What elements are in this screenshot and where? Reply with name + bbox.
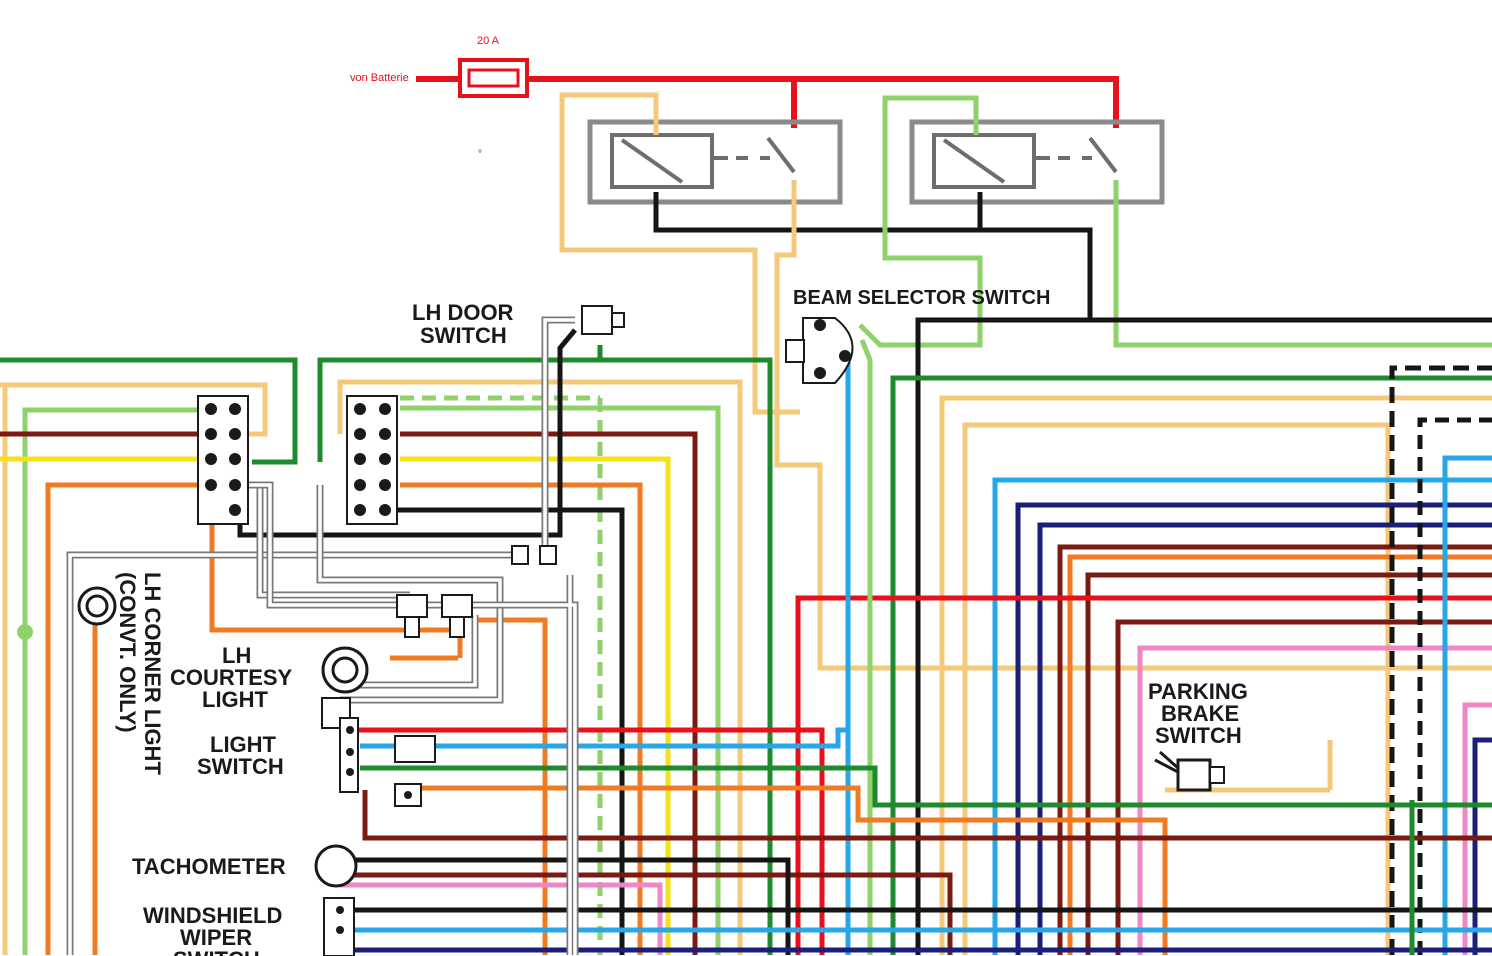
added-relay-circuit: 20 A von Batterie ° bbox=[350, 35, 1492, 671]
lh-courtesy-light-label-2: COURTESY bbox=[170, 665, 293, 690]
battery-source-label: von Batterie bbox=[350, 72, 409, 84]
beam-selector-switch: BEAM SELECTOR SWITCH bbox=[785, 287, 1050, 384]
windshield-wiper-switch: WINDSHIELD WIPER SWITCH bbox=[143, 897, 355, 956]
beam-selector-switch-label: BEAM SELECTOR SWITCH bbox=[793, 287, 1050, 309]
relay-2-housing bbox=[909, 119, 1165, 205]
tachometer: TACHOMETER bbox=[132, 844, 358, 888]
stray-mark: ° bbox=[478, 149, 482, 160]
lh-door-switch-label-1: LH DOOR bbox=[412, 300, 514, 325]
windshield-wiper-label-1: WINDSHIELD bbox=[143, 903, 282, 928]
battery-feed-wire bbox=[416, 76, 1119, 128]
fuse-rating-label: 20 A bbox=[477, 35, 500, 47]
relay-ground-wire bbox=[653, 192, 1093, 318]
relay-1-coil bbox=[610, 133, 714, 189]
splice-dot bbox=[17, 624, 33, 640]
lh-courtesy-light-label-3: LIGHT bbox=[202, 687, 269, 712]
windshield-wiper-label-2: WIPER bbox=[180, 925, 252, 950]
windshield-wiper-label-3: SWITCH bbox=[173, 947, 260, 956]
relay-1-housing bbox=[587, 119, 843, 205]
relay2-green-output-wire bbox=[1113, 180, 1492, 348]
lh-courtesy-light: LH COURTESY LIGHT bbox=[170, 643, 369, 712]
lh-courtesy-light-label-1: LH bbox=[222, 643, 251, 668]
lh-corner-light: LH CORNER LIGHT (CONVT. ONLY) bbox=[77, 572, 165, 775]
parking-brake-label-1: PARKING bbox=[1148, 679, 1248, 704]
relay2-green-control-wire bbox=[858, 95, 983, 348]
right-connector bbox=[346, 395, 398, 525]
lh-corner-light-label-1: LH CORNER LIGHT bbox=[140, 572, 165, 775]
parking-brake-label-3: SWITCH bbox=[1155, 723, 1242, 748]
tachometer-label: TACHOMETER bbox=[132, 854, 286, 879]
light-switch-label-1: LIGHT bbox=[210, 732, 277, 757]
relay-2-coil bbox=[932, 133, 1036, 189]
lh-door-switch: LH DOOR SWITCH bbox=[412, 300, 625, 348]
lh-corner-light-label-2: (CONVT. ONLY) bbox=[115, 572, 140, 733]
door-jamb-connectors bbox=[396, 545, 557, 638]
relay1-tan-output-wire bbox=[774, 180, 1492, 671]
light-switch: LIGHT SWITCH bbox=[197, 697, 436, 807]
parking-brake-switch: PARKING BRAKE SWITCH bbox=[1148, 679, 1248, 792]
relay-1 bbox=[587, 119, 843, 205]
relay1-tan-control-wire bbox=[559, 92, 800, 415]
left-connector bbox=[197, 395, 249, 525]
fuse-20a bbox=[458, 58, 529, 98]
parking-brake-label-2: BRAKE bbox=[1161, 701, 1239, 726]
lh-door-switch-label-2: SWITCH bbox=[420, 323, 507, 348]
light-switch-label-2: SWITCH bbox=[197, 754, 284, 779]
relay-2 bbox=[909, 119, 1165, 205]
fuse-element bbox=[467, 68, 520, 88]
